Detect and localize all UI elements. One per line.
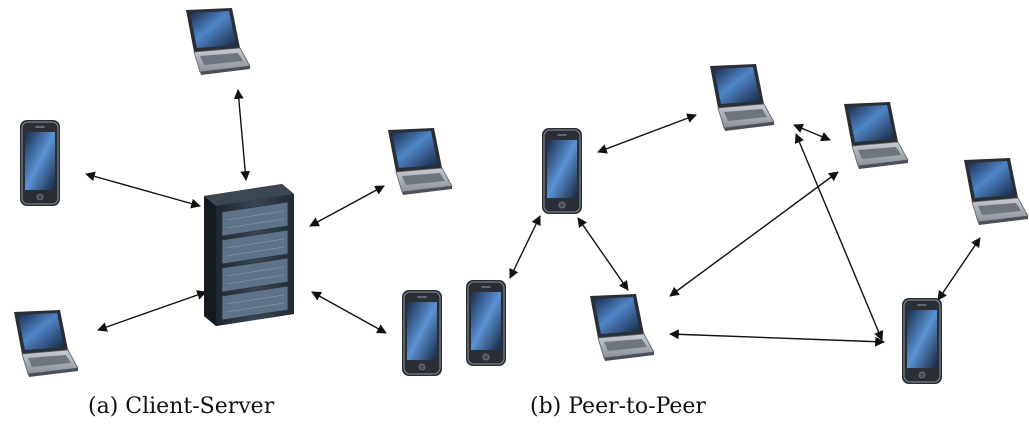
laptop-icon xyxy=(13,309,79,378)
peer-to-peer-diagram xyxy=(465,63,1029,385)
server-rack-icon xyxy=(203,183,295,327)
smartphone-icon xyxy=(465,279,507,367)
caption-peer-to-peer: (b) Peer-to-Peer xyxy=(530,394,706,419)
caption-client-server: (a) Client-Server xyxy=(88,394,275,419)
smartphone-icon xyxy=(541,127,583,215)
smartphone-icon xyxy=(19,119,61,207)
laptop-icon xyxy=(843,101,909,170)
laptop-icon xyxy=(589,293,655,362)
laptop-icon xyxy=(963,157,1029,226)
smartphone-icon xyxy=(401,289,443,377)
laptop-icon xyxy=(709,63,775,132)
smartphone-icon xyxy=(901,297,943,385)
client-server-diagram xyxy=(13,7,453,378)
laptop-icon xyxy=(387,127,453,196)
link-arrow xyxy=(509,113,981,347)
laptop-icon xyxy=(185,7,251,76)
link-arrow xyxy=(85,89,387,334)
